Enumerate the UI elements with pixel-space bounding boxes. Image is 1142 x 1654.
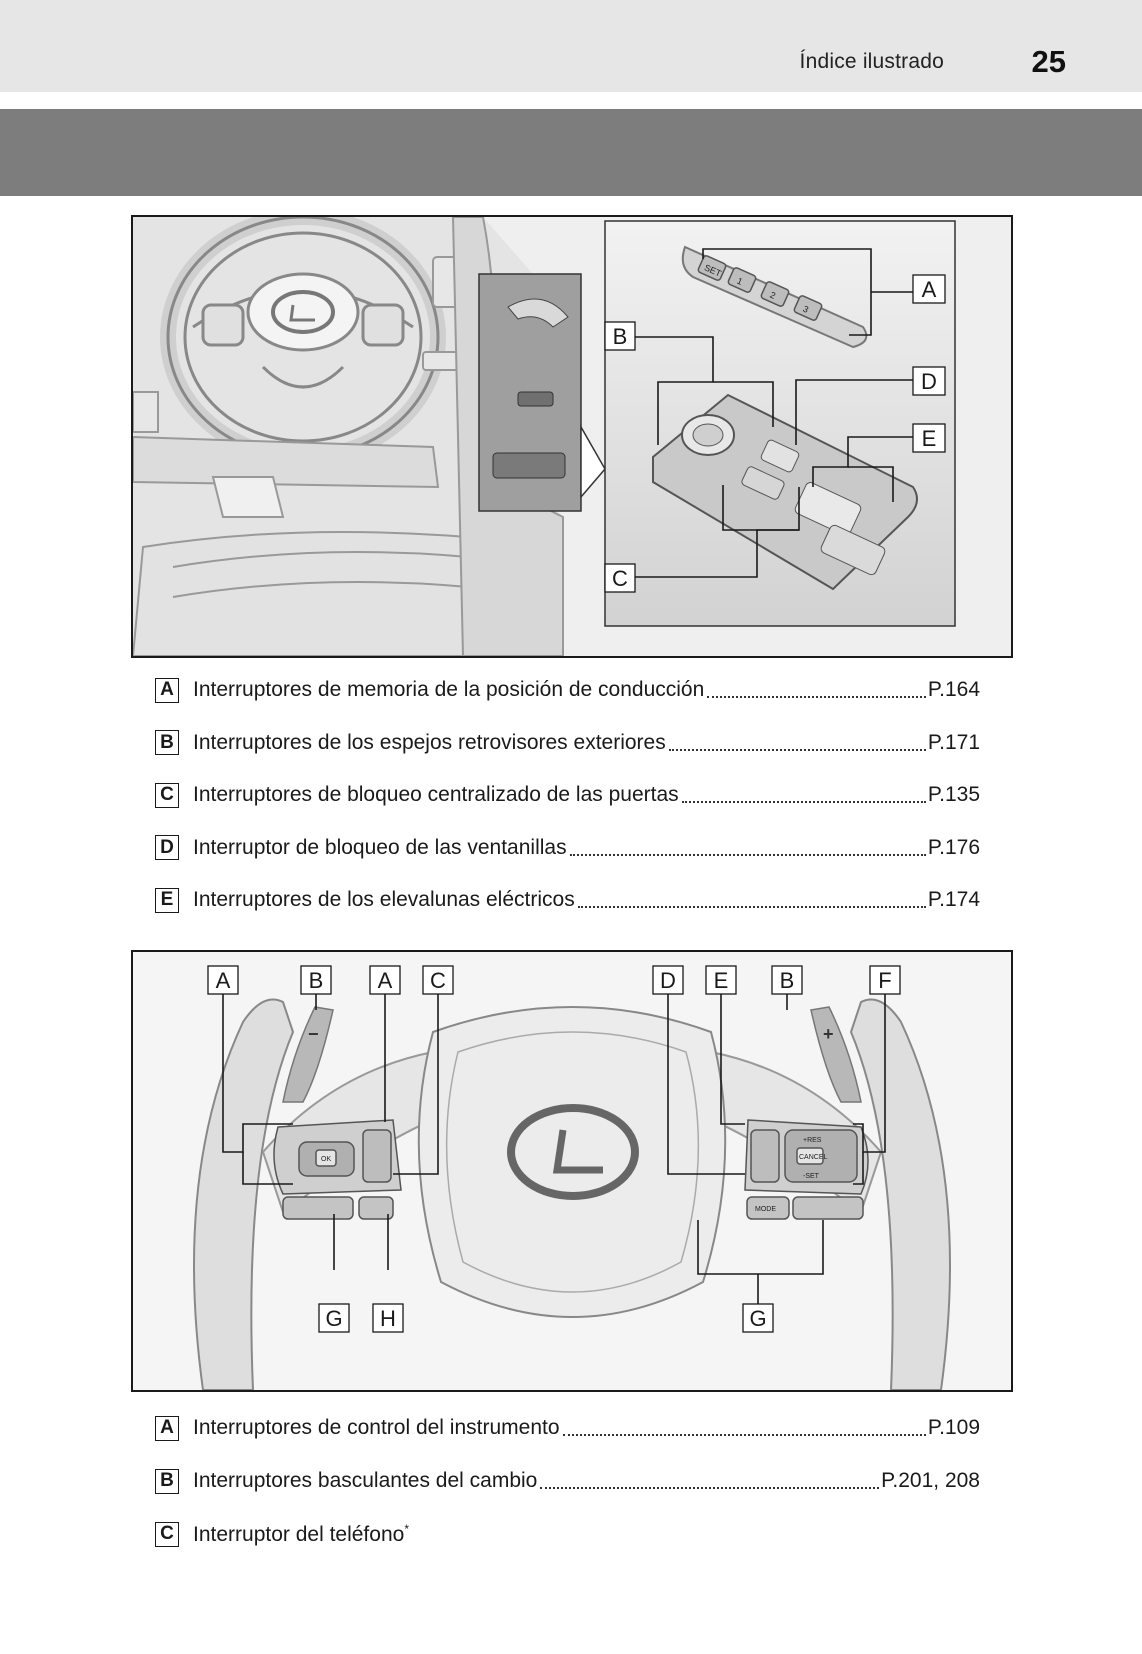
leader-dots [577,892,926,908]
mode-button-label: MODE [755,1206,776,1213]
memory-2-label: 2 [768,290,777,301]
legend-description-text: Interruptor del teléfono [193,1522,405,1546]
svg-text:E: E [922,426,937,451]
legend-description-text: Interruptores de los elevalunas eléctric… [193,888,575,911]
legend-row: A Interruptores de memoria de la posición… [155,675,980,705]
right-control-pad [744,1119,869,1220]
callout-B: B [300,965,332,995]
svg-text:G: G [325,1306,342,1331]
legend-row: C Interruptores de bloqueo centralizado d… [155,780,980,810]
cancel-button-label: CANCEL [799,1154,828,1161]
legend-row: B Interruptores basculantes del cambio P.2… [155,1466,980,1496]
ok-button-label: OK [321,1156,331,1163]
svg-text:B: B [309,968,324,993]
svg-text:D: D [660,968,676,993]
svg-text:E: E [714,968,729,993]
callout-A: A [369,965,401,995]
legend-row: D Interruptor de bloqueo de las ventanill… [155,833,980,863]
legend-description: Interruptor del teléfono* [193,1522,409,1547]
legend-description-text: Interruptores de control del instrumento [193,1416,560,1439]
magnified-switch-panel: SET 1 2 3 [604,220,956,627]
callout-F: F [869,965,901,995]
callout-G: G [742,1303,774,1333]
svg-text:C: C [612,566,628,591]
section-title: Índice ilustrado [799,50,944,73]
door-switches-illustration: SET 1 2 3 [131,215,1013,658]
svg-text:D: D [921,369,937,394]
legend-key: C [155,782,179,808]
footnote-asterisk: * [404,1521,409,1536]
legend-key: A [155,1415,179,1441]
callout-D: D [652,965,684,995]
legend-description-text: Interruptor de bloqueo de las ventanilla… [193,835,567,859]
legend-description-text: Interruptores de bloqueo centralizado de… [193,783,679,806]
legend-key: A [155,677,179,703]
legend-key: C [155,1521,179,1547]
page-reference-link[interactable]: P.174 [927,888,980,911]
callout-A: A [912,274,946,304]
legend-key: B [155,1468,179,1494]
legend-description: Interruptores de memoria de la posición … [193,678,704,702]
leader-dots [540,1473,880,1489]
legend-key: B [155,730,179,755]
svg-text:C: C [430,968,446,993]
page-reference-link[interactable]: P.171 [927,730,980,754]
legend-description: Interruptores de bloqueo centralizado de… [193,783,679,807]
page-reference-link[interactable]: P.135 [927,783,980,806]
leader-dots [707,682,926,698]
page-number: 25 [1031,44,1066,79]
legend-row: B Interruptores de los espejos retrovisor… [155,728,980,758]
page-reference-link[interactable]: P.201, 208 [881,1469,980,1492]
callout-B: B [771,965,803,995]
svg-text:H: H [380,1306,396,1331]
callout-E: E [912,423,946,453]
legend-description-text: Interruptores de los espejos retrovisore… [193,730,666,754]
callout-D: D [912,366,946,396]
paddle-minus-label: − [308,1024,319,1044]
leader-dots [681,787,926,803]
legend-description: Interruptores de los espejos retrovisore… [193,731,666,755]
memory-3-label: 3 [801,304,810,315]
leader-dots [562,1420,926,1436]
legend-row: E Interruptores de los elevalunas eléctri… [155,885,980,915]
svg-text:B: B [780,968,795,993]
legend-row: C Interruptor del teléfono* [155,1519,980,1549]
legend-description: Interruptores basculantes del cambio [193,1469,537,1493]
svg-text:B: B [613,324,628,349]
legend-row: A Interruptores de control del instrument… [155,1413,980,1443]
callout-G: G [318,1303,350,1333]
door-panel-inset [451,217,606,656]
svg-text:A: A [922,277,937,302]
leader-dots [569,840,926,856]
callout-E: E [705,965,737,995]
paddle-plus-label: + [823,1024,834,1044]
legend-description-text: Interruptores basculantes del cambio [193,1469,538,1492]
page-reference-link[interactable]: P.176 [927,835,980,859]
svg-text:F: F [878,968,891,993]
callout-C: C [422,965,454,995]
legend-key: E [155,887,179,913]
svg-text:G: G [749,1306,766,1331]
legend-description: Interruptores de control del instrumento [193,1416,560,1440]
svg-text:A: A [378,968,393,993]
legend-description: Interruptores de los elevalunas eléctric… [193,888,575,912]
callout-A: A [207,965,239,995]
page-reference-link[interactable]: P.164 [927,678,980,701]
page-reference-link[interactable]: P.109 [927,1416,980,1439]
callout-H: H [372,1303,404,1333]
memory-1-label: 1 [735,276,744,287]
legend-description: Interruptor de bloqueo de las ventanilla… [193,836,567,860]
legend-description-text: Interruptores de memoria de la posición … [193,678,705,701]
set-button-label: -SET [803,1173,820,1180]
callout-C: C [604,563,636,593]
section-band [0,109,1142,196]
callout-B: B [604,321,636,351]
page-header: Índice ilustrado 25 [0,0,1142,92]
leader-dots [668,735,926,751]
left-control-pad [273,1119,402,1220]
steering-wheel-illustration: − + OK +RES CANCEL [131,950,1013,1392]
res-button-label: +RES [803,1137,822,1144]
svg-text:A: A [216,968,231,993]
legend-key: D [155,835,179,860]
